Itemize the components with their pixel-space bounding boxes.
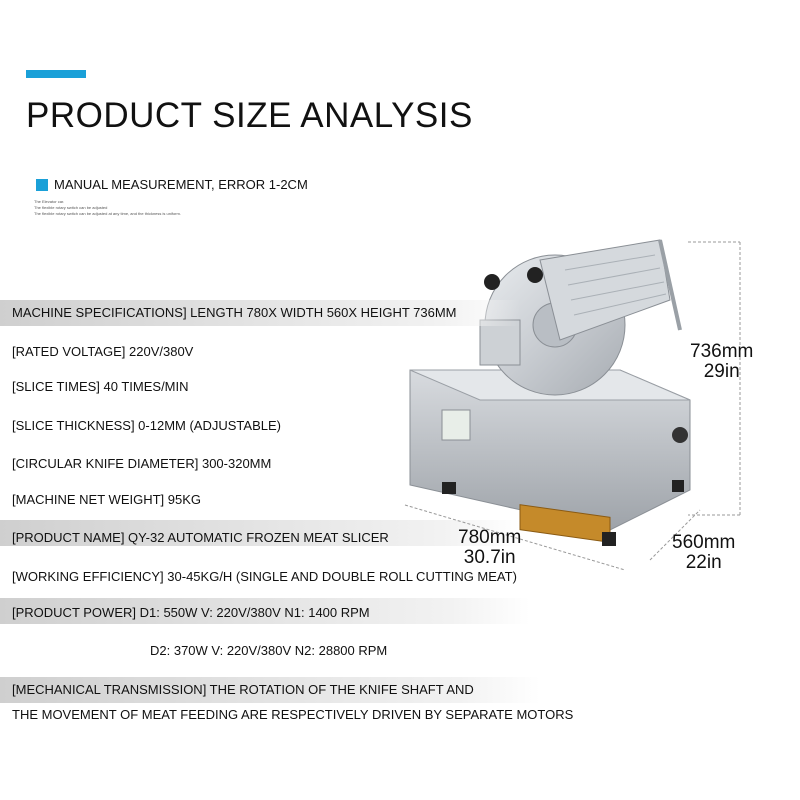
spec-band (0, 520, 520, 546)
spec-working-efficiency: [WORKING EFFICIENCY] 30-45KG/H (SINGLE A… (12, 569, 517, 584)
meat-slicer-image (409, 239, 691, 546)
dimension-height-mm: 736mm (690, 341, 754, 362)
dimension-height: 736mm 29in (690, 342, 753, 382)
spec-mechanical-transmission-cont: THE MOVEMENT OF MEAT FEEDING ARE RESPECT… (12, 707, 574, 722)
dimension-width-mm: 560mm (672, 532, 736, 553)
dimension-length-in: 30.7in (463, 547, 516, 568)
dimension-width-in: 22in (685, 552, 722, 573)
dimension-width: 560mm 22in (672, 533, 735, 573)
spec-slice-thickness: [SLICE THICKNESS] 0-12MM (ADJUSTABLE) (12, 418, 281, 433)
bullet-square-icon (36, 178, 48, 191)
fine-print-2: The flexible rotary switch can be adjust… (34, 205, 108, 210)
spec-product-power-d2: D2: 370W V: 220V/380V N2: 28800 RPM (150, 643, 388, 658)
measurement-note-text: MANUAL MEASUREMENT, ERROR 1-2CM (54, 177, 308, 192)
spec-product-name: [PRODUCT NAME] QY-32 AUTOMATIC FROZEN ME… (12, 530, 389, 545)
spec-machine-specifications: MACHINE SPECIFICATIONS] LENGTH 780X WIDT… (12, 305, 457, 320)
accent-bar (26, 70, 86, 78)
measurement-note: MANUAL MEASUREMENT, ERROR 1-2CM (36, 177, 308, 192)
spec-band (0, 677, 540, 703)
dimension-length-mm: 780mm (458, 527, 522, 548)
dimension-length: 780mm 30.7in (458, 528, 521, 568)
dimension-height-in: 29in (703, 361, 740, 382)
spec-slice-times: [SLICE TIMES] 40 TIMES/MIN (12, 379, 189, 394)
spec-net-weight: [MACHINE NET WEIGHT] 95KG (12, 492, 202, 507)
spec-band (0, 598, 530, 624)
fine-print-3: The flexible rotary switch can be adjust… (34, 211, 181, 216)
spec-band (0, 300, 520, 326)
spec-product-power-d1: [PRODUCT POWER] D1: 550W V: 220V/380V N1… (12, 605, 370, 620)
spec-rated-voltage: [RATED VOLTAGE] 220V/380V (12, 344, 194, 359)
spec-knife-diameter: [CIRCULAR KNIFE DIAMETER] 300-320MM (12, 456, 272, 471)
spec-mechanical-transmission: [MECHANICAL TRANSMISSION] THE ROTATION O… (12, 682, 474, 697)
fine-print-1: The Elevator car. (34, 199, 65, 204)
page-title: PRODUCT SIZE ANALYSIS (26, 96, 473, 135)
